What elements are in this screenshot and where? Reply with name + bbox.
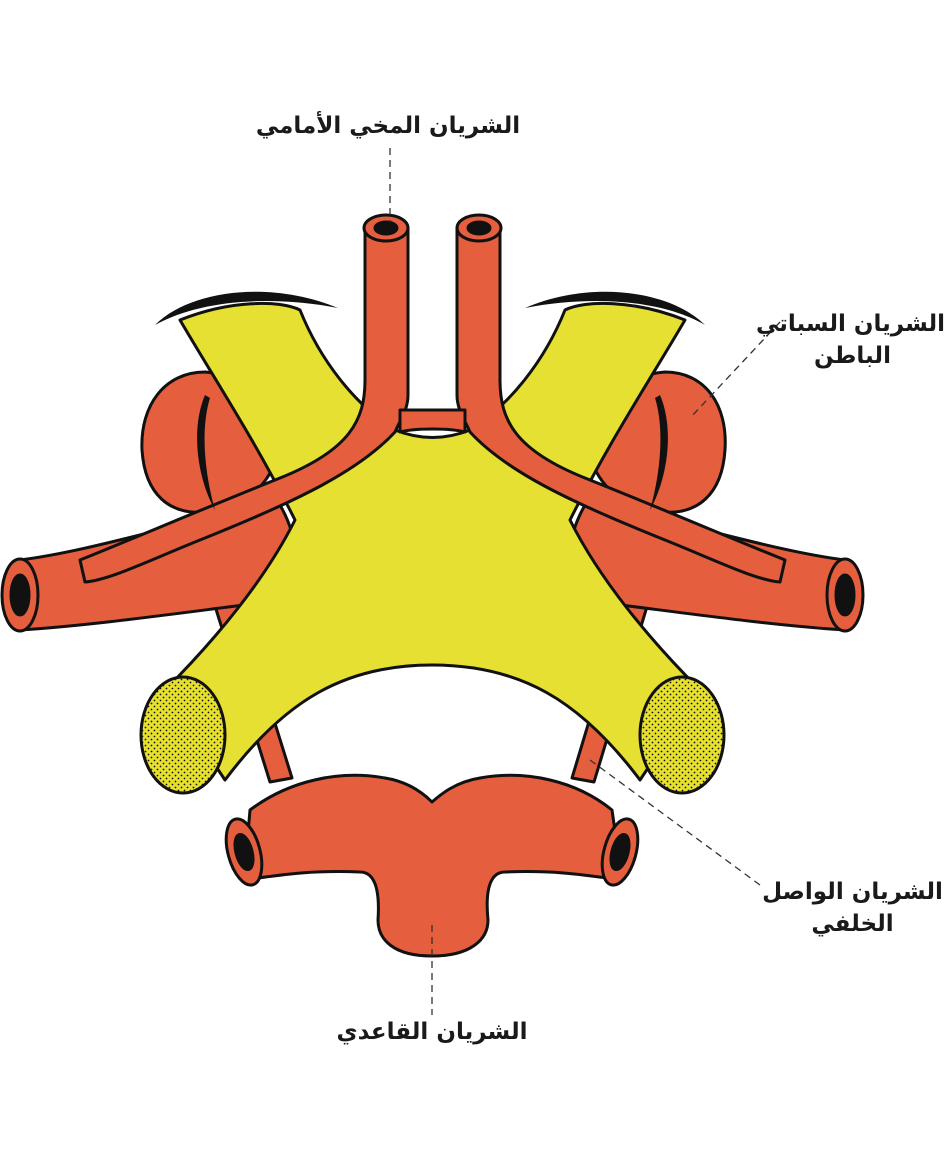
crescent-right: [525, 291, 705, 325]
label-posterior-communicating-line1: الشريان الواصل: [762, 879, 943, 905]
label-anterior-cerebral-line1: الشريان المخي الأمامي: [255, 113, 521, 139]
optic-tract-right-end: [638, 675, 726, 795]
label-anterior-cerebral-artery: الشريان المخي الأمامي: [238, 110, 538, 142]
basilar-artery: [242, 773, 624, 958]
optic-layer: [139, 301, 726, 795]
dura-crescents: [155, 291, 705, 325]
anterior-communicating-artery: [398, 408, 467, 434]
label-posterior-communicating-line2: الخلفي: [811, 911, 894, 937]
anterior-artery-layer: [78, 213, 787, 584]
anterior-cerebral-artery-left: [78, 226, 410, 584]
leader-lines: [389, 148, 781, 1015]
label-internal-carotid-line2: الباطن: [814, 343, 891, 369]
crescent-left: [155, 291, 338, 325]
label-basilar-artery: الشريان القاعدي: [300, 1016, 564, 1048]
carotid-folds: [197, 395, 668, 510]
label-posterior-communicating-artery: الشريان الواصل الخلفي: [760, 876, 945, 940]
anterior-cerebral-artery-right: [455, 226, 787, 584]
label-basilar-line1: الشريان القاعدي: [336, 1019, 528, 1045]
label-internal-carotid-artery: الشريان السباتي الباطن: [756, 308, 945, 372]
leader-internal-carotid: [689, 321, 781, 419]
label-internal-carotid-line1: الشريان السباتي: [756, 311, 945, 337]
optic-tract-left-end: [139, 675, 227, 795]
